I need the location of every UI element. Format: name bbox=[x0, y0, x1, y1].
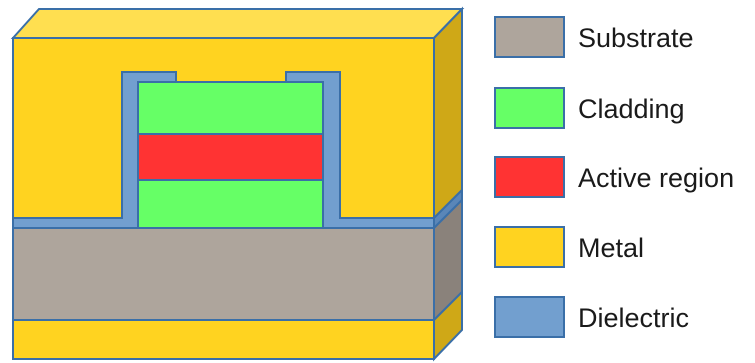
legend-item-cladding: Cladding bbox=[494, 87, 685, 129]
legend-label-active-region: Active region bbox=[578, 163, 734, 193]
cladding-upper bbox=[137, 81, 324, 135]
legend-item-substrate: Substrate bbox=[494, 16, 694, 58]
metal-front-lower bbox=[12, 319, 435, 360]
substrate-front bbox=[12, 227, 435, 321]
legend-label-substrate: Substrate bbox=[578, 23, 694, 53]
metal-top-face bbox=[10, 8, 465, 39]
legend-item-active-region: Active region bbox=[494, 156, 734, 198]
legend-swatch-cladding bbox=[494, 87, 565, 129]
legend-swatch-substrate bbox=[494, 16, 565, 58]
legend-swatch-metal bbox=[494, 226, 565, 268]
metal-right-face-upper bbox=[433, 6, 463, 221]
legend-label-metal: Metal bbox=[578, 233, 644, 263]
legend-item-metal: Metal bbox=[494, 226, 644, 268]
legend-swatch-active-region bbox=[494, 156, 565, 198]
legend: Substrate Cladding Active region Metal D… bbox=[494, 16, 734, 338]
legend-label-dielectric: Dielectric bbox=[578, 303, 689, 333]
legend-swatch-dielectric bbox=[494, 296, 565, 338]
cladding-lower bbox=[137, 179, 324, 229]
legend-label-cladding: Cladding bbox=[578, 94, 685, 124]
legend-item-dielectric: Dielectric bbox=[494, 296, 689, 338]
active-region-layer bbox=[137, 133, 324, 181]
